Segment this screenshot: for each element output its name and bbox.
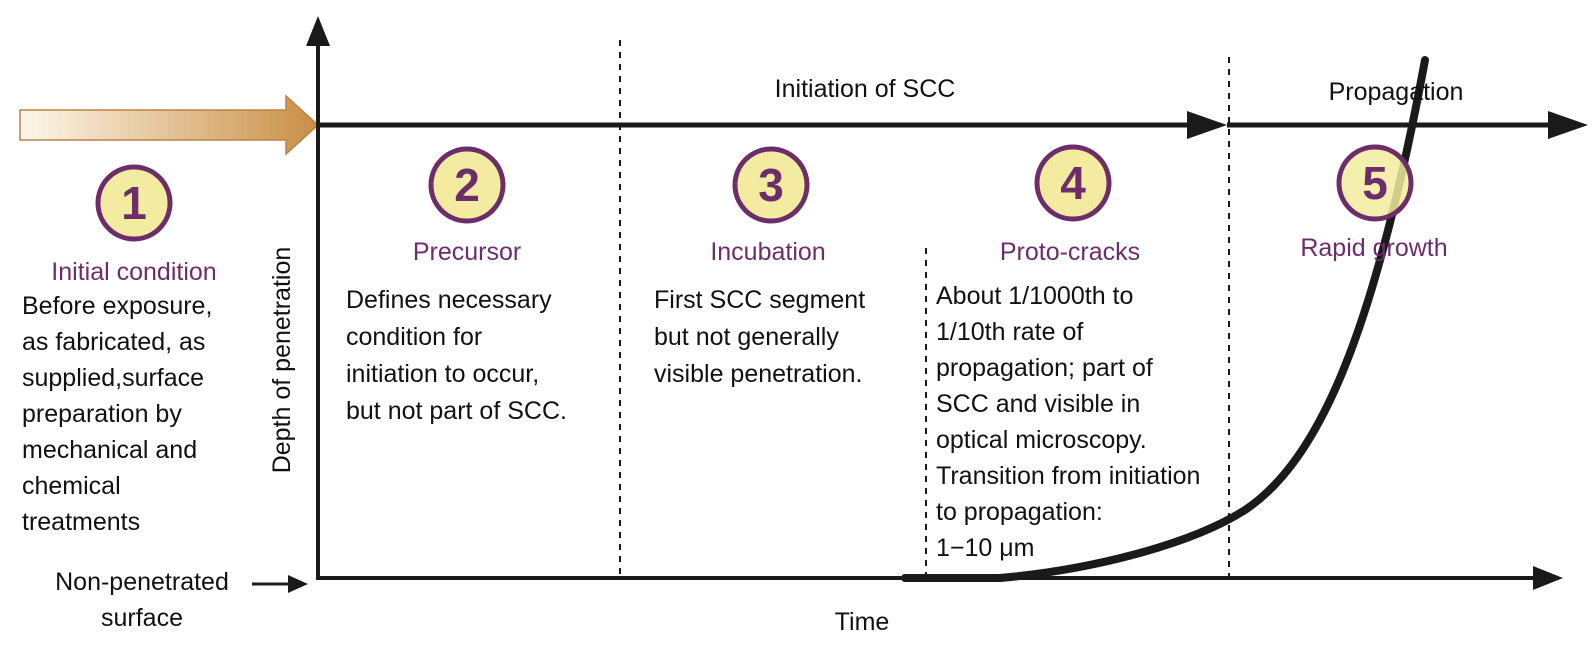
- baseline-label-line-1: Non-penetrated: [55, 568, 229, 596]
- x-axis-label: Time: [835, 608, 890, 636]
- stage-3-badge: 3: [732, 146, 810, 224]
- stage-4-line: Transition from initiation: [936, 462, 1200, 490]
- stage-2-title: Precursor: [413, 238, 521, 266]
- stage-3-description: First SCC segment but not generally visi…: [654, 286, 865, 388]
- stage-1-line: supplied,surface: [22, 364, 204, 392]
- stage-2-number: 2: [454, 159, 480, 211]
- stage-2-line: but not part of SCC.: [346, 397, 567, 425]
- stage-1-line: Before exposure,: [22, 292, 212, 320]
- stage-2-description: Defines necessary condition for initiati…: [346, 286, 567, 425]
- stage-1-line: as fabricated, as: [22, 328, 205, 356]
- stage-3-line: but not generally: [654, 323, 839, 351]
- stage-4-line: optical microscopy.: [936, 426, 1147, 454]
- stage-1-line: mechanical and: [22, 436, 197, 464]
- stage-3-line: visible penetration.: [654, 360, 862, 388]
- stage-1-line: treatments: [22, 508, 140, 536]
- propagation-phase-arrowhead: [1548, 111, 1588, 139]
- stage-4-badge: 4: [1034, 144, 1112, 222]
- stage-1-line: preparation by: [22, 400, 182, 428]
- stage-4-line: About 1/1000th to: [936, 282, 1133, 310]
- initiation-phase-label: Initiation of SCC: [775, 75, 956, 103]
- y-axis-label: Depth of penetration: [268, 247, 296, 474]
- stage-4-line: 1/10th rate of: [936, 318, 1083, 346]
- stage-2-badge: 2: [428, 146, 506, 224]
- stage-1-description: Before exposure, as fabricated, as suppl…: [22, 292, 212, 536]
- stage-4-line: 1−10 μm: [936, 534, 1035, 562]
- initiation-phase-arrowhead: [1187, 111, 1227, 139]
- baseline-label-line-2: surface: [101, 604, 183, 632]
- stage-5-number: 5: [1362, 157, 1388, 209]
- stage-1-badge: 1: [95, 164, 173, 242]
- x-axis-arrowhead: [1533, 566, 1563, 590]
- stage-2-line: Defines necessary: [346, 286, 552, 314]
- stage-2-line: initiation to occur,: [346, 360, 539, 388]
- stage-4-line: propagation; part of: [936, 354, 1153, 382]
- penetration-curve: [901, 56, 1429, 582]
- stage-4-line: to propagation:: [936, 498, 1103, 526]
- stage-3-number: 3: [758, 159, 784, 211]
- stage-3-line: First SCC segment: [654, 286, 865, 314]
- stage-1-line: chemical: [22, 472, 121, 500]
- baseline-pointer-arrowhead: [288, 575, 308, 593]
- stage-1-title: Initial condition: [51, 258, 216, 286]
- stage-5-title: Rapid growth: [1300, 234, 1447, 262]
- y-axis-arrowhead: [306, 16, 330, 46]
- stage-3-title: Incubation: [710, 238, 825, 266]
- stage-4-description: About 1/1000th to 1/10th rate of propaga…: [936, 282, 1200, 562]
- propagation-phase-label: Propagation: [1329, 78, 1464, 106]
- stage-1-number: 1: [121, 177, 147, 229]
- stage-4-number: 4: [1060, 157, 1086, 209]
- stage-4-line: SCC and visible in: [936, 390, 1140, 418]
- stage-2-line: condition for: [346, 323, 482, 351]
- stage-4-title: Proto-cracks: [1000, 238, 1140, 266]
- incoming-condition-arrow: [19, 94, 320, 156]
- stage-5-badge: 5: [1336, 144, 1414, 222]
